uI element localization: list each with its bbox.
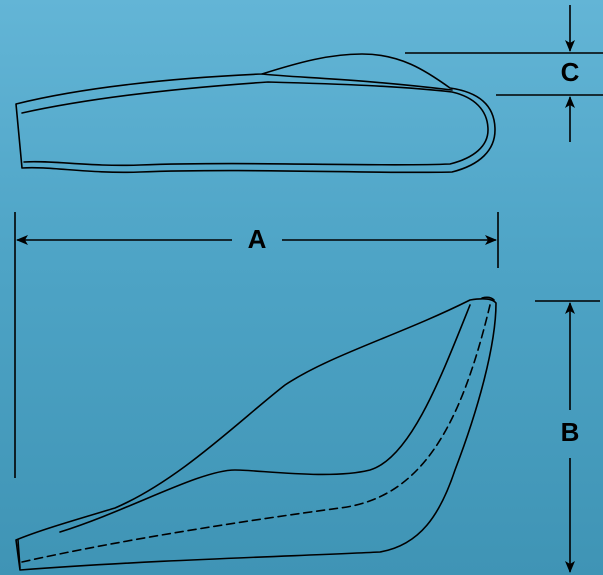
dimension-c-label: C: [561, 57, 580, 87]
top-view-outline: [15, 296, 497, 571]
dimension-a-label: A: [248, 224, 267, 254]
dimension-b-label: B: [561, 417, 580, 447]
side-view-outline: [15, 53, 496, 174]
dimension-lines: [14, 5, 603, 573]
